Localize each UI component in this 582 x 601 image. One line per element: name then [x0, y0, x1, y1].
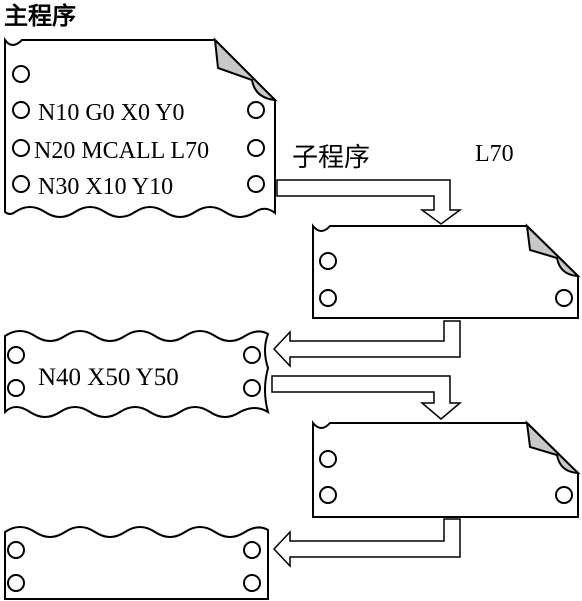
- main-program-sheet: [4, 36, 278, 218]
- page-curl-icon: [525, 223, 581, 278]
- continuation-line: N40 X50 Y50: [38, 364, 179, 391]
- return-arrow-2: [272, 518, 461, 568]
- main-program-line-3: N30 X10 Y10: [38, 174, 173, 200]
- main-program-line-1: N10 G0 X0 Y0: [38, 100, 184, 126]
- main-program-title: 主程序: [4, 2, 76, 30]
- main-continuation-sheet-2: [4, 526, 269, 600]
- subprogram-name: L70: [475, 141, 514, 167]
- subprogram-sheet-2: [312, 420, 581, 518]
- main-program-line-2: N20 MCALL L70: [34, 138, 209, 164]
- subprogram-sheet-1: [312, 223, 581, 319]
- call-arrow-1: [276, 179, 463, 225]
- call-arrow-2: [271, 375, 463, 420]
- page-curl-icon: [525, 420, 581, 475]
- return-arrow-1: [272, 320, 461, 368]
- page-curl-icon: [213, 37, 278, 102]
- subprogram-title: 子程序: [292, 143, 370, 172]
- main-continuation-sheet: [4, 330, 270, 418]
